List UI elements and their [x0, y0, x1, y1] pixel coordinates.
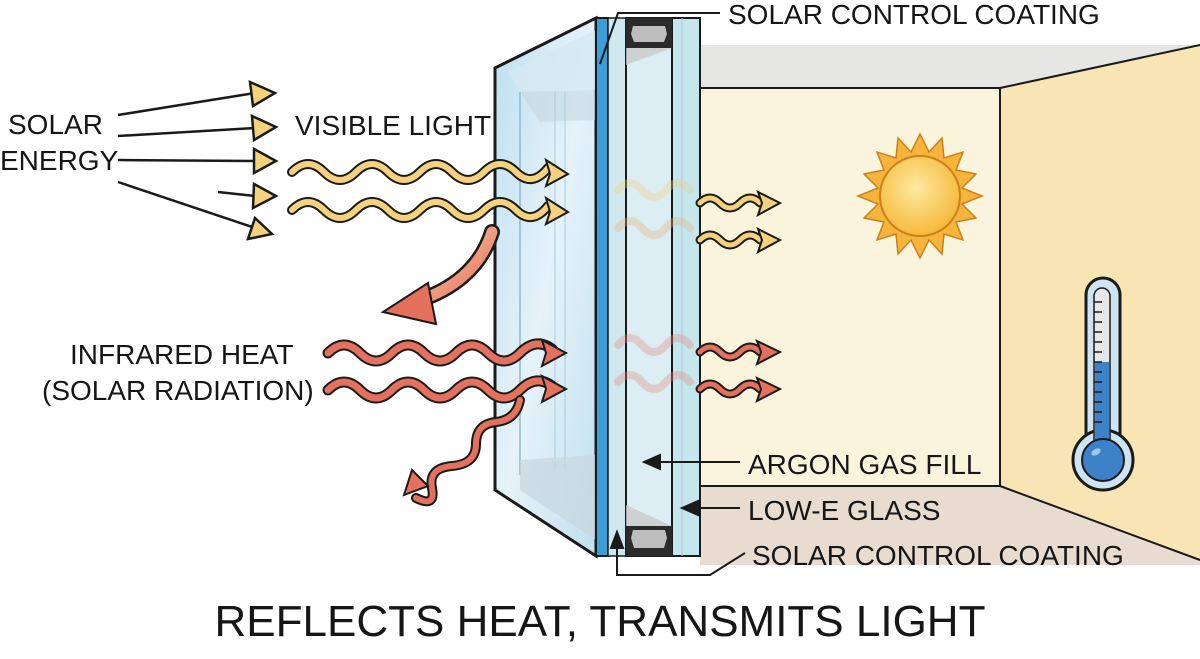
visible-light-waves — [287, 157, 570, 227]
label-visible-light: VISIBLE LIGHT — [295, 110, 491, 141]
label-infrared-heat: INFRARED HEAT — [70, 339, 294, 370]
label-solar-control-coating-bottom: SOLAR CONTROL COATING — [752, 540, 1124, 571]
label-solar-energy-line2: ENERGY — [0, 145, 119, 176]
sun-icon — [855, 132, 985, 260]
label-solar-radiation: (SOLAR RADIATION) — [42, 375, 314, 406]
label-solar-energy-line1: SOLAR — [8, 109, 103, 140]
infrared-waves — [322, 337, 569, 507]
label-solar-control-coating-top: SOLAR CONTROL COATING — [728, 0, 1100, 30]
thermometer-fluid — [1095, 362, 1109, 452]
solar-energy-arrows — [117, 79, 279, 241]
low-e-glass-pane — [671, 17, 701, 557]
transmitted-infrared-waves — [695, 339, 783, 404]
argon-gas-gap — [625, 17, 673, 557]
leader-lines — [599, 12, 746, 576]
spacer-top — [626, 18, 672, 65]
label-low-e-glass: LOW-E GLASS — [748, 495, 940, 526]
reflected-heat-arrow — [380, 224, 500, 326]
transmitted-light-waves — [695, 189, 783, 255]
room-ceiling — [700, 45, 1200, 88]
room-floor — [700, 486, 1200, 565]
solar-control-coating-strip — [595, 17, 609, 557]
thermometer-icon — [1071, 276, 1135, 492]
inner-glass-pane-1 — [607, 17, 627, 557]
diagram-title: REFLECTS HEAT, TRANSMITS LIGHT — [215, 597, 986, 646]
label-argon-gas-fill: ARGON GAS FILL — [748, 449, 981, 480]
spacer-bottom — [626, 505, 672, 556]
room-back-wall — [700, 88, 1000, 486]
window-unit — [493, 15, 701, 559]
room-interior — [700, 44, 1200, 565]
